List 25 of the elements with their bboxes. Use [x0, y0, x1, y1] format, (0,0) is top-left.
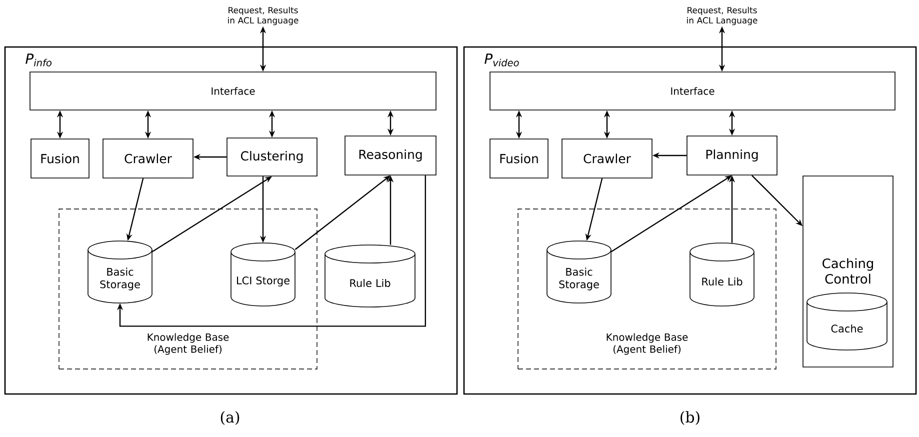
database-cylinder: Rule Lib	[690, 242, 754, 306]
arrow	[116, 175, 426, 327]
database-cylinder: Cache	[806, 292, 888, 350]
panel-title: P$_{info}$	[26, 54, 52, 66]
database-cylinder: Basic Storage	[88, 240, 152, 304]
group-label: Knowledge Base (Agent Belief)	[148, 333, 229, 355]
request-label: Request, Results in ACL Language	[687, 6, 758, 26]
module-box: Planning	[686, 136, 778, 176]
subfigure-caption: (a)	[220, 411, 240, 425]
box-label: Caching Control	[822, 258, 873, 284]
database-cylinder: Basic Storage	[546, 240, 612, 304]
panel-title: P$_{video}$	[484, 54, 519, 66]
module-box: Fusion	[30, 138, 90, 178]
interface-box: Interface	[30, 72, 436, 110]
module-box: Fusion	[490, 138, 548, 178]
module-box: Reasoning	[344, 136, 436, 176]
subfigure-caption: (b)	[680, 411, 700, 425]
group-label: Knowledge Base (Agent Belief)	[606, 333, 688, 355]
interface-box: Interface	[490, 72, 896, 110]
database-cylinder: Rule Lib	[324, 244, 416, 308]
module-box: Clustering	[226, 138, 318, 176]
request-label: Request, Results in ACL Language	[228, 6, 298, 26]
database-cylinder: LCI Storge	[230, 242, 296, 306]
module-box: Crawler	[102, 138, 194, 178]
module-box: Crawler	[562, 138, 652, 178]
